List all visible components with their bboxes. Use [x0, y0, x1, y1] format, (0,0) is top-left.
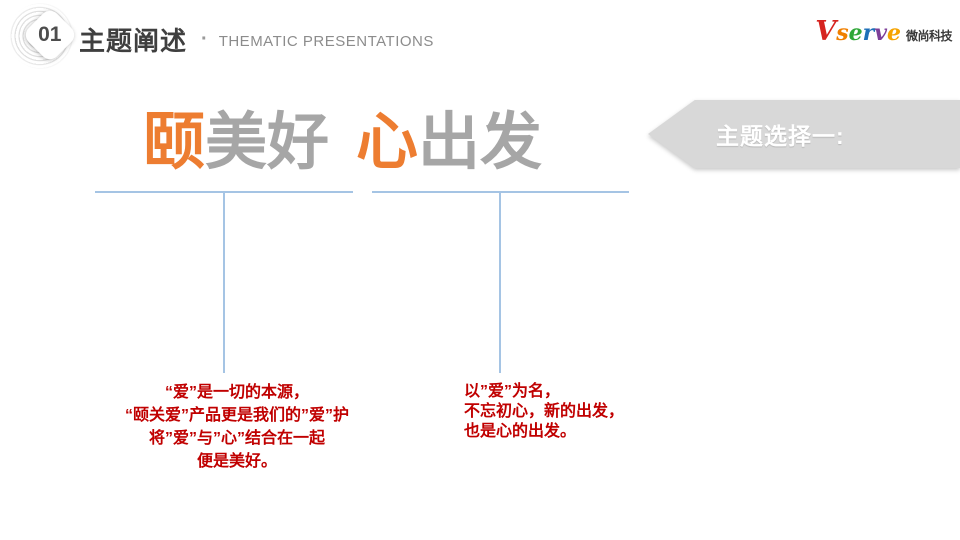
- note-right: 以”爱”为名，不忘初心，新的出发，也是心的出发。: [464, 383, 625, 440]
- section-title-en: THEMATIC PRESENTATIONS: [218, 32, 434, 50]
- logo-letter-2: e: [848, 20, 863, 46]
- logo-letter-5: e: [886, 20, 901, 46]
- logo-letter-4: v: [874, 20, 887, 46]
- connector-line-left: [223, 192, 225, 373]
- section-number: 01: [38, 22, 62, 46]
- note-left: “爱”是一切的本源，“颐关爱”产品更是我们的”爱”护将”爱”与”心”结合在一起便…: [124, 384, 349, 470]
- slogan-seg-4: 出发: [418, 108, 543, 177]
- section-title-cn: 主题阐述: [79, 26, 188, 56]
- logo-wordmark: Vserve: [815, 18, 901, 45]
- logo-letter-0: V: [815, 16, 837, 47]
- arrow-shape: 主题选择一:: [648, 100, 960, 168]
- connector-line-right: [499, 192, 501, 373]
- logo-company-name: 微尚科技: [905, 29, 953, 43]
- slogan-seg-2: 美好: [205, 108, 330, 177]
- slogan-seg-3: 心: [356, 108, 419, 177]
- section-number-badge: 01: [8, 2, 79, 72]
- slogan-title: 颐 美好 心 出发: [143, 110, 542, 175]
- header-titles: 主题阐述 · THEMATIC PRESENTATIONS: [79, 21, 434, 58]
- logo-letter-3: r: [862, 20, 875, 46]
- logo-letter-1: s: [836, 20, 849, 46]
- theme-choice-label: 主题选择一:: [716, 123, 845, 149]
- slogan-seg-1: 颐: [143, 108, 206, 177]
- vserve-logo: Vserve 微尚科技: [815, 18, 952, 45]
- dot-separator: ·: [201, 28, 208, 50]
- theme-choice-banner: 主题选择一:: [648, 100, 960, 168]
